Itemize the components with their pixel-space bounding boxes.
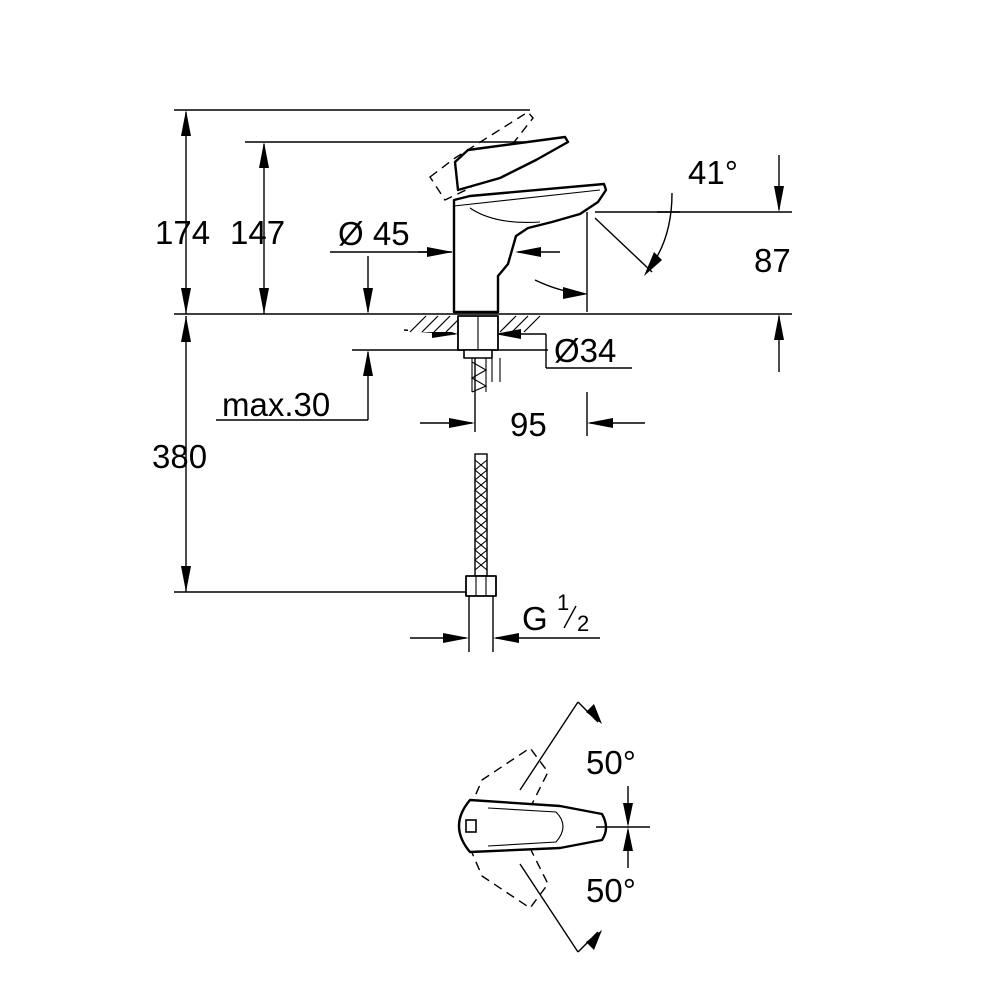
thread-size-label: G 1 2 [522, 590, 589, 637]
mounting-assembly [457, 315, 501, 393]
rotation-line-right [519, 863, 579, 953]
deck-hatch-left [408, 315, 459, 333]
label-spout-height: 87 [754, 242, 791, 279]
label-height-overall: 174 [155, 214, 210, 251]
handle-rotated-left [468, 747, 549, 809]
hose [465, 453, 497, 597]
top-view: 50° 50° [457, 701, 650, 953]
label-rotation-right: 50° [586, 872, 636, 909]
deck-hatch-right [499, 315, 541, 333]
label-max-deck-thickness: max.30 [222, 386, 330, 423]
label-hose-length: 380 [152, 438, 207, 475]
handle-outline [453, 135, 570, 192]
thread-letter: G [522, 600, 548, 637]
handle-top-view [457, 798, 608, 854]
side-view: 174 147 Ø 45 41° 87 Ø34 max.30 95 380 G … [152, 109, 792, 652]
thread-denominator: 2 [577, 611, 589, 636]
label-body-diameter: Ø 45 [338, 215, 410, 252]
label-spout-reach: 95 [510, 406, 547, 443]
handle-rotated-right [468, 847, 549, 909]
label-base-diameter: Ø34 [554, 332, 616, 369]
spout-outline [452, 182, 608, 314]
tap-body [429, 111, 608, 314]
rotation-line-left [519, 701, 579, 791]
label-spout-angle: 41° [688, 154, 738, 191]
label-height-handle: 147 [230, 214, 285, 251]
label-rotation-left: 50° [586, 744, 636, 781]
thread-numerator: 1 [557, 590, 569, 615]
